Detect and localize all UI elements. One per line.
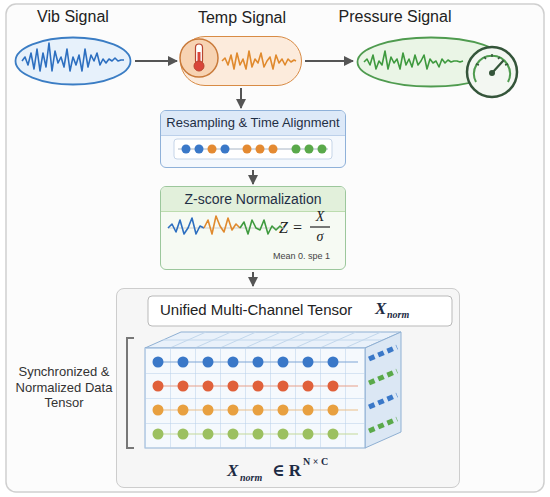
channel-cells — [369, 395, 397, 407]
process-box: Resampling & Time Alignment — [160, 110, 346, 168]
normalized-wave — [240, 220, 282, 234]
tensor-panel: Unified Multi-Channel TensorXnormXnorm∈ … — [116, 288, 460, 488]
sample-dot — [243, 145, 252, 154]
flow-arrow — [240, 88, 242, 108]
panel-title: Unified Multi-Channel Tensor — [160, 301, 352, 319]
ellipse-outline — [14, 36, 132, 86]
zero-line — [168, 228, 284, 229]
process-box: Z-score Normalization Z = XσMean 0. spe 1 — [160, 186, 346, 270]
fraction-bar — [310, 226, 330, 227]
math-superscript: N × C — [303, 456, 328, 468]
channel-dots — [158, 405, 358, 416]
signal-heading: Temp Signal — [181, 8, 303, 27]
pressure-wave — [364, 51, 463, 69]
side-label: Synchronized & Normalized Data Tensor — [14, 364, 114, 411]
sample-dot — [318, 145, 327, 154]
signal-ellipse: Vib Signal — [14, 36, 132, 86]
vibration-wave — [22, 43, 124, 71]
channel-line — [158, 409, 358, 410]
timeline-band — [174, 139, 332, 159]
temperature-wave — [222, 51, 296, 69]
ellipse-shape — [358, 38, 505, 87]
channel-dots — [158, 357, 358, 368]
formula-text: σ — [310, 229, 330, 246]
cube-top-grid — [163, 332, 383, 348]
flow-arrow — [252, 170, 254, 184]
box-title: Resampling & Time Alignment — [161, 111, 345, 136]
math-symbol: X — [227, 461, 238, 481]
signal-ellipse: Pressure Signal — [356, 36, 506, 88]
channel-line — [158, 433, 358, 434]
pressure-gauge — [467, 47, 517, 97]
gauge-hub — [489, 70, 495, 76]
math-subscript: norm — [387, 309, 409, 321]
sample-dot — [269, 145, 278, 154]
cube-side-face — [365, 332, 401, 448]
formula-note: Mean 0. spe 1 — [273, 251, 330, 262]
channel-line — [158, 361, 358, 362]
sample-dot — [221, 145, 230, 154]
channel-cells — [369, 347, 397, 359]
ellipse-outline — [356, 36, 506, 88]
channel-line — [158, 385, 358, 386]
thermometer-bulb — [194, 61, 204, 71]
formula-text: X — [310, 209, 330, 226]
outer-frame — [6, 4, 544, 492]
channel-dots — [158, 381, 358, 392]
sample-dot — [195, 145, 204, 154]
math-symbol: ∈ R — [272, 461, 301, 481]
math-subscript: norm — [240, 472, 262, 484]
sample-dot — [292, 145, 301, 154]
flow-arrow — [252, 272, 254, 286]
flow-arrow — [305, 60, 353, 62]
sample-dot — [256, 145, 265, 154]
gauge-needle — [492, 61, 503, 73]
bracket — [127, 338, 134, 448]
cube-front-face — [145, 348, 365, 448]
timeline-axis — [178, 149, 328, 150]
gauge-ticks — [476, 54, 508, 65]
signal-pill: Temp Signal — [180, 36, 302, 86]
channel-cells — [369, 371, 397, 383]
tensor-panel-fill — [116, 288, 460, 488]
normalized-wave — [204, 216, 240, 234]
thermometer-mercury — [198, 52, 201, 64]
signal-heading: Vib Signal — [4, 7, 142, 26]
thermometer-badge — [180, 39, 218, 77]
signal-heading: Pressure Signal — [320, 7, 470, 26]
box-title: Z-score Normalization — [161, 187, 345, 212]
channel-cells — [369, 419, 397, 431]
gauge-scale — [474, 56, 510, 82]
math-symbol: X — [375, 299, 386, 319]
normalized-wave — [168, 218, 204, 234]
thermometer-tube — [196, 44, 203, 64]
sample-dot — [182, 145, 191, 154]
cube-top-face — [145, 332, 401, 348]
sample-dot — [208, 145, 217, 154]
ellipse-shape — [16, 38, 131, 85]
channel-dots — [158, 429, 358, 440]
cube-grid — [145, 348, 365, 448]
tensor-header-box — [148, 296, 452, 326]
flow-arrow — [135, 60, 177, 62]
formula-text: Z = — [279, 218, 303, 237]
sample-dot — [305, 145, 314, 154]
